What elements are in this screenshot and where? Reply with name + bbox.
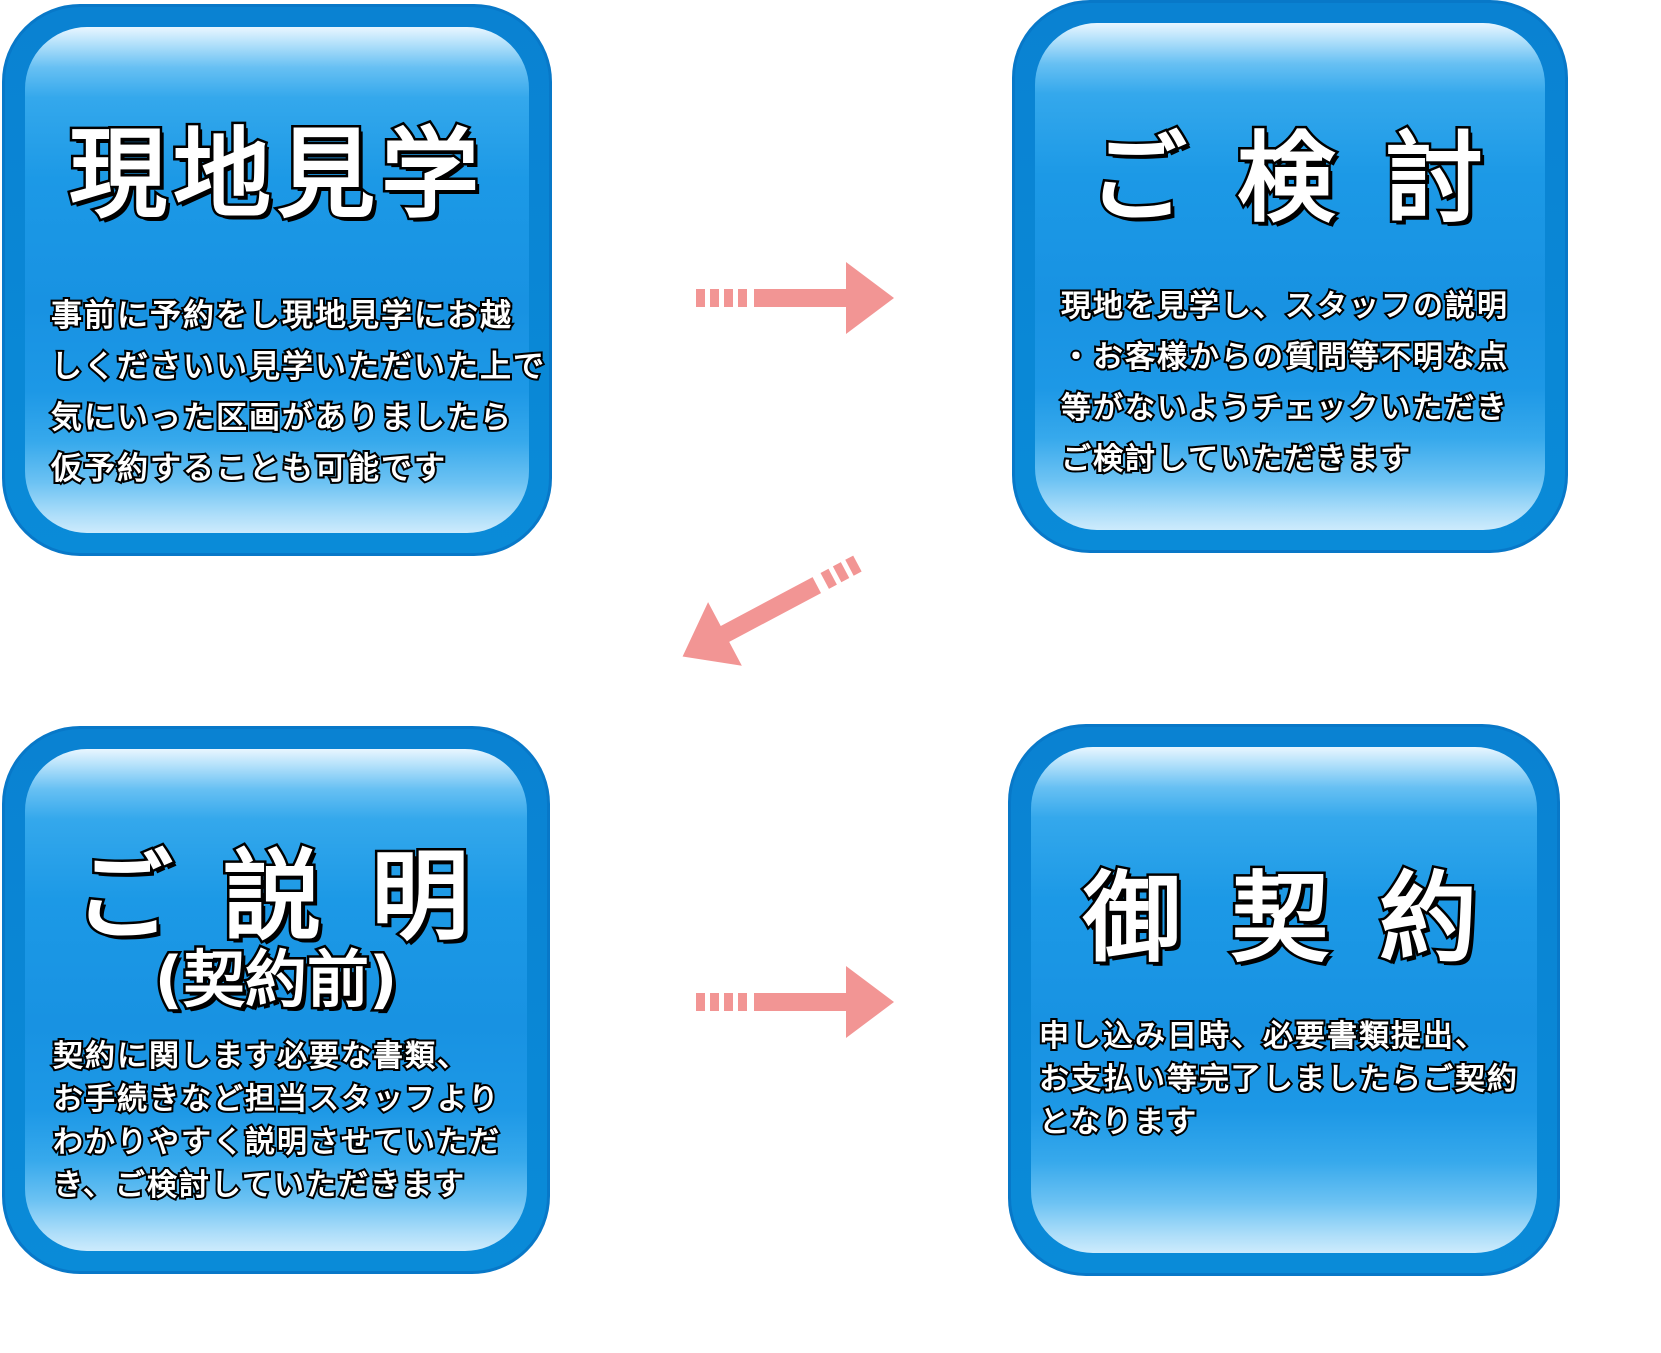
card-gloss [1031,747,1537,1253]
card-gloss [1035,23,1545,530]
down-left-arrow-icon [682,555,862,666]
description-line: しくださいい見学いただいた上で [49,347,546,387]
description-line: ご検討していただきます [1059,440,1413,479]
description-line: 申し込み日時、必要書類提出、 [1037,1017,1487,1056]
description-line: お支払い等完了しましたらご契約 [1037,1060,1519,1099]
description-line: 等がないようチェックいただき [1059,389,1509,428]
step-description: 現地を見学し、スタッフの説明 ・お客様からの質問等不明な点 等がないようチェック… [1059,281,1509,485]
description-line: き、ご検討していただきます [51,1166,466,1205]
description-line: 現地を見学し、スタッフの説明 [1059,287,1509,326]
step-card-contract: 御 契 約 申し込み日時、必要書類提出、 お支払い等完了しましたらご契約 となり… [1008,724,1560,1276]
step-description: 事前に予約をし現地見学にお越 しくださいい見学いただいた上で 気にいった区画があ… [49,291,546,495]
step-description: 契約に関します必要な書類、 お手続きなど担当スタッフより わかりやすく説明させて… [51,1035,501,1207]
description-line: お手続きなど担当スタッフより [51,1080,501,1119]
step-subtitle: (契約前) [152,941,400,1019]
description-line: 事前に予約をし現地見学にお越 [49,296,513,336]
step-description: 申し込み日時、必要書類提出、 お支払い等完了しましたらご契約 となります [1037,1015,1519,1144]
card-gloss [25,27,529,533]
description-line: ・お客様からの質問等不明な点 [1059,338,1509,377]
right-arrow-icon [696,262,894,334]
description-line: 仮予約することも可能です [49,449,447,489]
description-line: わかりやすく説明させていただ [51,1123,501,1162]
description-line: となります [1037,1103,1199,1142]
step-title: ご 説 明 [72,838,478,957]
card-gloss [25,749,527,1251]
step-title: 御 契 約 [1080,860,1486,979]
description-line: 気にいった区画がありましたら [49,398,513,438]
step-card-consideration: ご 検 討 現地を見学し、スタッフの説明 ・お客様からの質問等不明な点 等がない… [1012,0,1568,553]
right-arrow-icon [696,966,894,1038]
step-title: 現地見学 [66,116,485,235]
description-line: 契約に関します必要な書類、 [51,1037,469,1076]
step-title: ご 検 討 [1086,120,1492,239]
step-card-site-visit: 現地見学 事前に予約をし現地見学にお越 しくださいい見学いただいた上で 気にいっ… [2,4,552,556]
step-card-explanation: ご 説 明 (契約前) 契約に関します必要な書類、 お手続きなど担当スタッフより… [2,726,550,1274]
